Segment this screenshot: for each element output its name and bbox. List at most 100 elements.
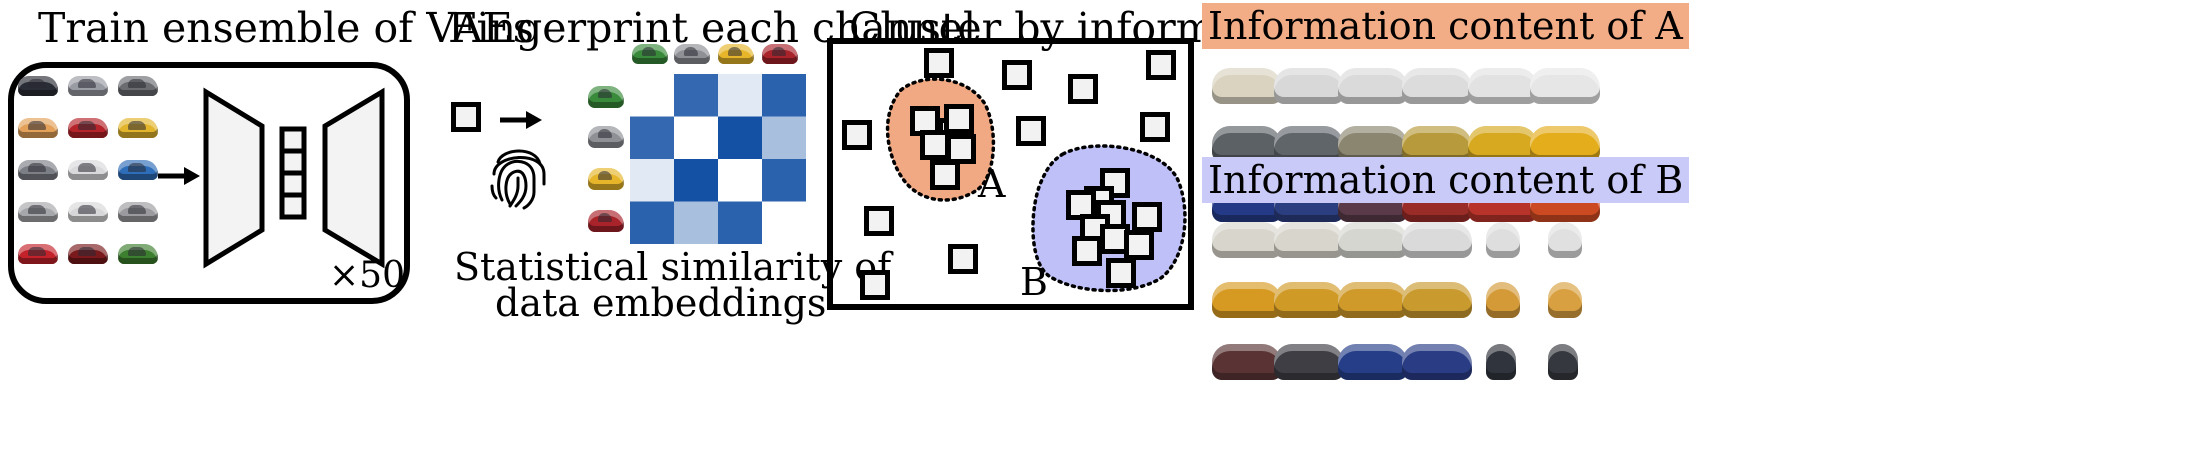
info-content-b-title: Information content of B xyxy=(1202,157,1690,203)
decoded-car-render xyxy=(1274,344,1344,380)
decoded-car-render xyxy=(1274,68,1344,104)
decoded-car-render xyxy=(1530,126,1600,162)
training-car-image xyxy=(68,118,108,138)
training-car-image xyxy=(118,118,158,138)
vae-encoder xyxy=(203,87,265,269)
heatmap-column-car xyxy=(632,44,668,64)
decoded-car-render xyxy=(1402,126,1472,162)
channel-square xyxy=(924,48,954,78)
training-car-image xyxy=(68,160,108,180)
cluster-a-label: A xyxy=(978,162,1006,206)
heatmap-cell xyxy=(630,201,675,244)
training-car-image xyxy=(18,202,58,222)
training-car-image xyxy=(18,244,58,264)
channel-square xyxy=(860,270,890,300)
channel-square xyxy=(1132,202,1162,232)
heatmap-cell xyxy=(762,116,806,160)
panel1-title: Train ensemble of VAEs xyxy=(38,4,534,52)
decoded-car-render xyxy=(1548,282,1582,318)
heatmap-cell xyxy=(718,116,763,160)
ensemble-frame xyxy=(8,62,410,304)
channel-square xyxy=(864,206,894,236)
decoded-car-render xyxy=(1338,68,1408,104)
training-car-image xyxy=(118,76,158,96)
fingerprint-icon xyxy=(490,149,546,210)
decoded-car-render xyxy=(1338,126,1408,162)
training-car-image xyxy=(18,76,58,96)
decoded-car-render xyxy=(1274,126,1344,162)
heatmap-cell xyxy=(762,74,806,117)
heatmap-cell xyxy=(718,201,763,244)
channel-square xyxy=(944,104,974,134)
heatmap-row-car xyxy=(588,168,624,190)
channel-square xyxy=(1146,50,1176,80)
decoded-car-render xyxy=(1468,126,1538,162)
vae-diagram xyxy=(158,87,385,269)
decoded-car-render xyxy=(1212,222,1282,258)
channel-square xyxy=(946,134,976,164)
decoded-car-render xyxy=(1212,344,1282,380)
channel-square xyxy=(1002,60,1032,90)
channel-square xyxy=(920,130,950,160)
channel-square xyxy=(1016,116,1046,146)
training-car-image xyxy=(68,244,108,264)
decoded-car-render xyxy=(1338,344,1408,380)
decoded-car-render xyxy=(1486,282,1520,318)
heatmap-column-car xyxy=(762,44,798,64)
training-car-image xyxy=(68,202,108,222)
channel-square xyxy=(930,160,960,190)
training-car-image xyxy=(18,160,58,180)
decoded-car-render xyxy=(1212,126,1282,162)
channel-square xyxy=(948,244,978,274)
decoded-car-render xyxy=(1274,222,1344,258)
channel-square xyxy=(1140,112,1170,142)
heatmap-row-car xyxy=(588,86,624,108)
channel-square xyxy=(1106,258,1136,288)
heatmap-cell xyxy=(718,74,763,117)
cluster-b-label: B xyxy=(1020,260,1048,304)
similarity-heatmap xyxy=(630,74,806,244)
decoded-car-render xyxy=(1212,68,1282,104)
heatmap-cell xyxy=(674,74,719,117)
heatmap-cell xyxy=(762,201,806,244)
fingerprint-arrow xyxy=(500,111,542,129)
decoded-car-render xyxy=(1402,344,1472,380)
ensemble-multiplier: ×50 xyxy=(329,255,405,296)
panel2-title: Fingerprint each channel xyxy=(448,4,977,52)
channel-square xyxy=(842,120,872,150)
heatmap-cell xyxy=(630,159,675,202)
heatmap-cell xyxy=(674,201,719,244)
decoded-car-render xyxy=(1486,344,1516,380)
heatmap-row-car xyxy=(588,126,624,148)
input-arrowhead xyxy=(184,167,200,185)
decoded-car-render xyxy=(1338,282,1408,318)
decoded-car-render xyxy=(1486,222,1520,258)
heatmap-cell xyxy=(762,159,806,202)
heatmap-cell xyxy=(718,159,763,202)
training-car-image xyxy=(118,244,158,264)
heatmap-cell xyxy=(630,116,675,160)
decoded-car-render xyxy=(1402,68,1472,104)
decoded-car-render xyxy=(1548,344,1578,380)
decoded-car-render xyxy=(1402,282,1472,318)
channel-square xyxy=(1068,74,1098,104)
training-car-image xyxy=(118,202,158,222)
heatmap-column-car xyxy=(718,44,754,64)
training-car-image xyxy=(118,160,158,180)
channel-square xyxy=(451,102,481,132)
decoded-car-render xyxy=(1274,282,1344,318)
cluster-frame xyxy=(827,38,1194,310)
vae-decoder xyxy=(322,87,385,269)
heatmap-cell xyxy=(674,116,719,160)
channel-square xyxy=(1072,236,1102,266)
decoded-car-render xyxy=(1548,222,1582,258)
decoded-car-render xyxy=(1468,68,1538,104)
fingerprint-caption-line2: data embeddings xyxy=(495,281,827,325)
decoded-car-render xyxy=(1402,222,1472,258)
fingerprint-caption-line1: Statistical similarity of xyxy=(454,245,892,289)
decoded-car-render xyxy=(1338,222,1408,258)
heatmap-row-car xyxy=(588,210,624,232)
decoded-car-render xyxy=(1530,68,1600,104)
training-car-image xyxy=(68,76,108,96)
vae-latent-stack xyxy=(279,126,307,220)
